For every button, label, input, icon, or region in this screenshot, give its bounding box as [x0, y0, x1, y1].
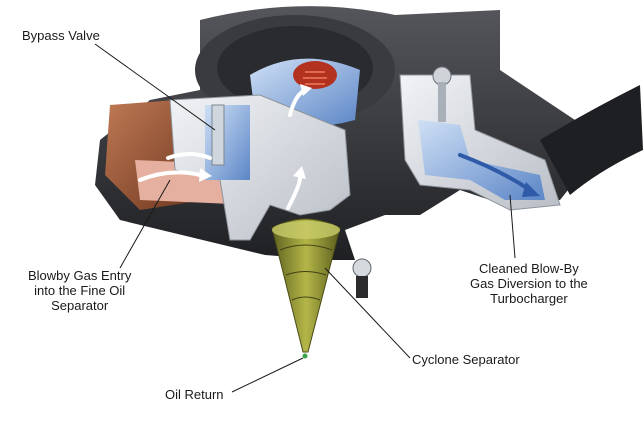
bypass-valve-label: Bypass Valve: [22, 28, 100, 43]
blowby-gas-entry-line-3: Separator: [28, 298, 131, 313]
blowby-gas-entry-label: Blowby Gas Entry into the Fine Oil Separ…: [28, 268, 131, 313]
cleaned-blowby-line-2: Gas Diversion to the: [470, 276, 588, 291]
cleaned-blowby-label: Cleaned Blow-By Gas Diversion to the Tur…: [470, 261, 588, 306]
bolt-icon: [353, 259, 371, 277]
blowby-gas-entry-line-1: Blowby Gas Entry: [28, 268, 131, 283]
cleaned-blowby-line-3: Turbocharger: [470, 291, 588, 306]
oil-return-label: Oil Return: [165, 387, 224, 402]
cyclone-cone: [272, 219, 340, 359]
cleaned-blowby-line-1: Cleaned Blow-By: [470, 261, 588, 276]
cyclone-separator-label: Cyclone Separator: [412, 352, 520, 367]
blowby-gas-entry-line-2: into the Fine Oil: [28, 283, 131, 298]
